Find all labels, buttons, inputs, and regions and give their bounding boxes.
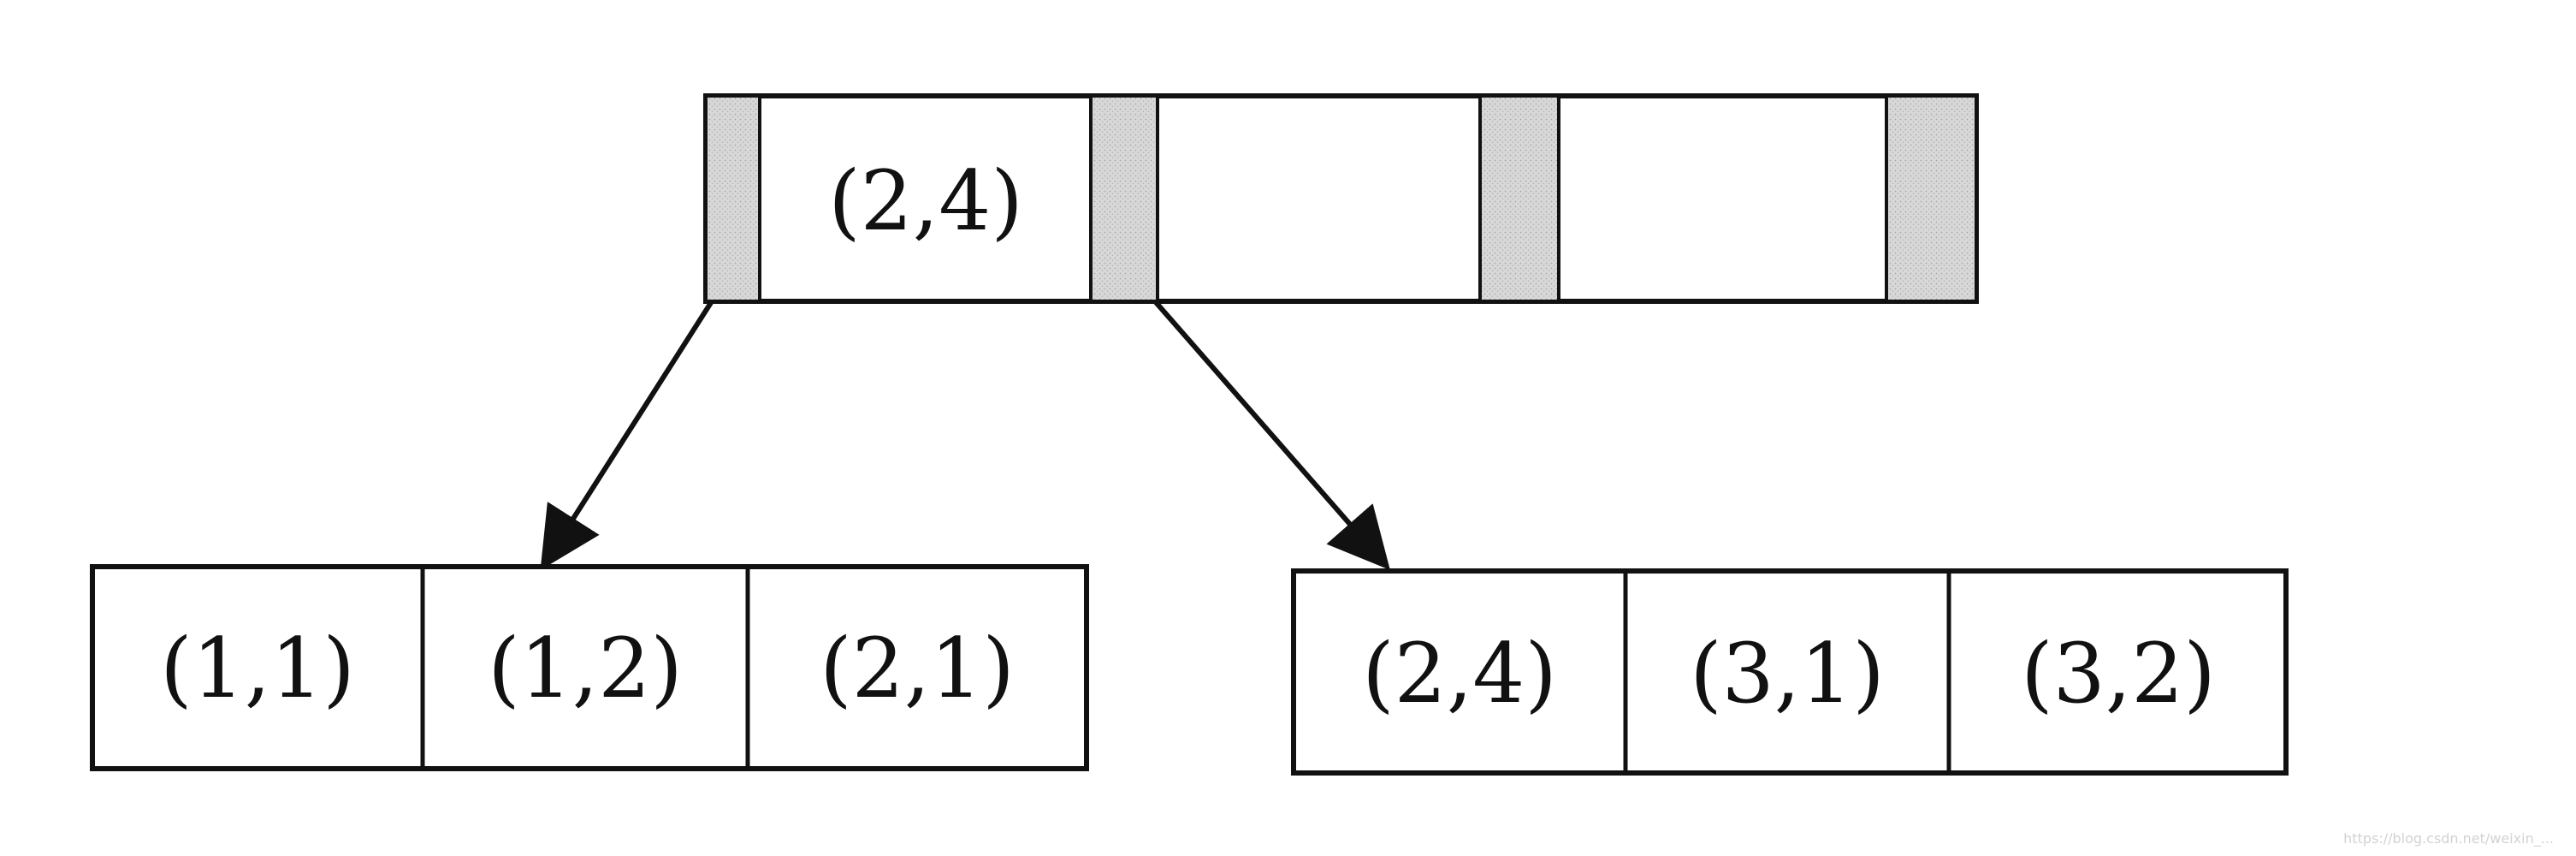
root-pointer-slot bbox=[704, 94, 761, 303]
leaf-node-border bbox=[90, 564, 1089, 771]
leaf-node-1: (1,1) (1,2) (2,1) bbox=[90, 564, 1089, 771]
root-node-border bbox=[703, 93, 1979, 304]
root-key-1: (2,4) bbox=[828, 153, 1023, 249]
root-pointer-slot bbox=[1089, 94, 1159, 303]
edge-root-to-leaf-1 bbox=[540, 300, 714, 571]
root-node: (2,4) bbox=[703, 93, 1979, 304]
leaf-2-key-1: (2,4) bbox=[1362, 626, 1557, 722]
leaf-1-key-2: (1,2) bbox=[488, 621, 683, 716]
leaf-1-key-1: (1,1) bbox=[160, 621, 355, 716]
root-pointer-slot bbox=[1885, 94, 1978, 303]
leaf-1-key-3: (2,1) bbox=[820, 621, 1015, 716]
leaf-2-key-3: (3,2) bbox=[2021, 626, 2216, 722]
leaf-node-border bbox=[1291, 568, 2289, 776]
leaf-2-key-2: (3,1) bbox=[1690, 626, 1885, 722]
edge-root-to-leaf-2 bbox=[1152, 300, 1390, 571]
watermark-text: https://blog.csdn.net/weixin_... bbox=[2343, 830, 2554, 847]
leaf-node-2: (2,4) (3,1) (3,2) bbox=[1291, 568, 2289, 776]
root-pointer-slot bbox=[1478, 94, 1560, 303]
